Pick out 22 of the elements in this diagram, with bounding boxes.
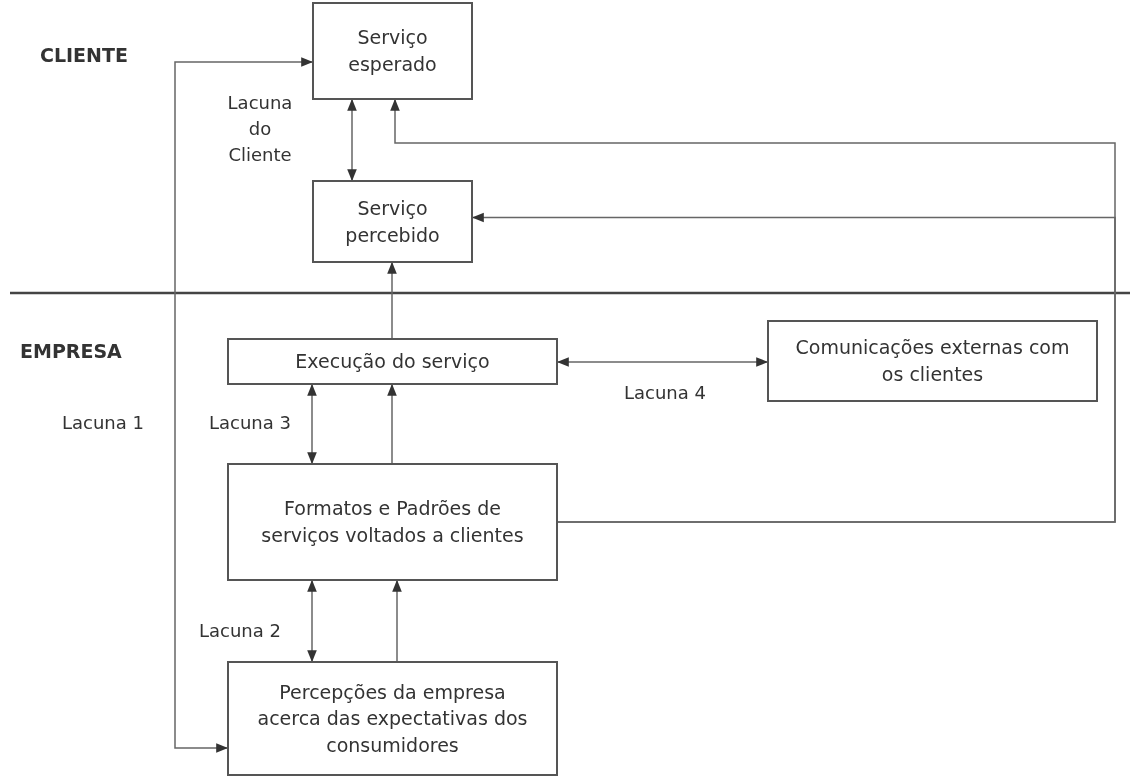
box-text: Formatos e Padrões de serviços voltados a clientes xyxy=(260,496,525,548)
box-text: Percepções da empresa acerca das expectativas dos consumidores xyxy=(256,679,529,758)
arrow xyxy=(307,579,317,663)
arrow xyxy=(392,579,402,662)
section-heading: CLIENTE xyxy=(40,43,128,68)
box-text: Serviço percebido xyxy=(344,195,441,248)
section-heading: EMPRESA xyxy=(20,339,122,364)
arrow xyxy=(347,98,357,182)
process-box xyxy=(312,2,473,100)
arrow xyxy=(307,383,317,465)
process-box xyxy=(312,180,473,263)
box-text: Execução do serviço xyxy=(295,349,490,375)
arrow xyxy=(387,261,397,339)
process-box xyxy=(227,338,558,385)
box-text: Serviço esperado xyxy=(347,25,438,77)
arrow xyxy=(174,57,314,753)
arrow xyxy=(390,98,1116,523)
process-box xyxy=(227,661,558,776)
box-text: Comunicações externas com os clientes xyxy=(794,335,1071,387)
process-box xyxy=(227,463,558,581)
process-box xyxy=(767,320,1098,402)
arrow xyxy=(387,383,397,464)
